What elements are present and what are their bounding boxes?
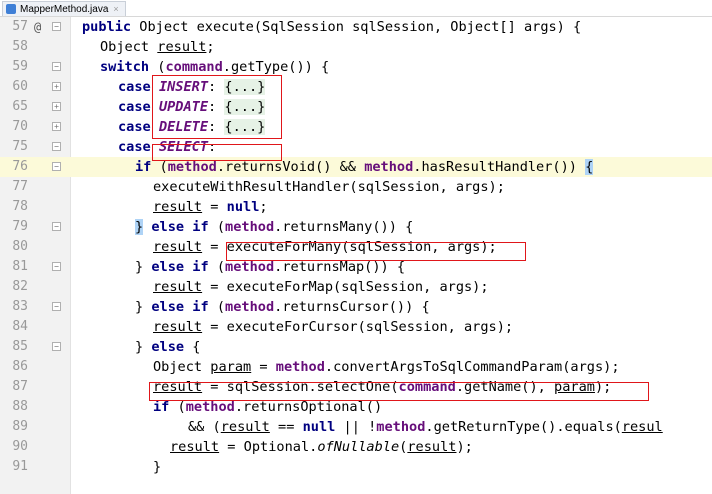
line-number: 90 [12,439,28,454]
code-text[interactable]: if (method.returnsOptional() [153,399,383,415]
fold-toggle-icon[interactable]: − [52,62,61,71]
code-line: 70 + case DELETE: {...} [0,117,712,137]
fold-toggle-icon[interactable]: − [52,302,61,311]
code-line: 88 if (method.returnsOptional() [0,397,712,417]
annotation-box-select-one [149,382,649,401]
code-line: 57 @ − public Object execute(SqlSession … [0,17,712,37]
code-line: 58 Object result; [0,37,712,57]
code-line: 78 result = null; [0,197,712,217]
code-line: 90 result = Optional.ofNullable(result); [0,437,712,457]
code-text[interactable]: } else { [135,339,201,355]
code-text[interactable]: result = executeForMany(sqlSession, args… [153,239,497,255]
code-text[interactable]: public Object execute(SqlSession sqlSess… [82,19,582,35]
fold-toggle-icon[interactable]: − [52,22,61,31]
line-number: 70 [12,119,28,134]
code-text[interactable]: if (method.returnsVoid() && method.hasRe… [135,159,594,175]
fold-toggle-icon[interactable]: − [52,142,61,151]
java-class-icon [6,4,16,14]
line-number: 77 [12,179,28,194]
fold-toggle-icon[interactable]: − [52,342,61,351]
fold-toggle-icon[interactable]: + [52,102,61,111]
line-number: 80 [12,239,28,254]
fold-toggle-icon[interactable]: − [52,222,61,231]
code-editor[interactable]: 57 @ − public Object execute(SqlSession … [0,17,712,494]
fold-toggle-icon[interactable]: + [52,82,61,91]
line-number: 75 [12,139,28,154]
code-text[interactable]: switch (command.getType()) { [100,59,330,75]
line-number: 79 [12,219,28,234]
line-number: 59 [12,59,28,74]
line-number: 78 [12,199,28,214]
code-line: 75 − case SELECT: [0,137,712,157]
code-text[interactable]: result = executeForCursor(sqlSession, ar… [153,319,514,335]
line-number-gutter [0,17,71,494]
line-number: 89 [12,419,28,434]
line-number: 85 [12,339,28,354]
code-line: 91 } [0,457,712,477]
code-text[interactable]: case SELECT: [118,139,217,155]
code-line: 86 Object param = method.convertArgsToSq… [0,357,712,377]
code-text[interactable]: result = null; [153,199,268,215]
code-text[interactable]: case UPDATE: {...} [118,99,266,115]
code-text[interactable]: case INSERT: {...} [118,79,266,95]
code-line: 65 + case UPDATE: {...} [0,97,712,117]
line-number: 81 [12,259,28,274]
code-text[interactable]: case DELETE: {...} [118,119,266,135]
line-number: 65 [12,99,28,114]
code-line: 85 − } else { [0,337,712,357]
code-line: 80 result = executeForMany(sqlSession, a… [0,237,712,257]
code-text[interactable]: } else if (method.returnsMap()) { [135,259,406,275]
line-number: 58 [12,39,28,54]
code-line: 79 − } else if (method.returnsMany()) { [0,217,712,237]
code-text[interactable]: } else if (method.returnsCursor()) { [135,299,430,315]
line-number: 87 [12,379,28,394]
close-icon[interactable]: × [113,4,119,14]
line-number: 91 [12,459,28,474]
code-text[interactable]: result = Optional.ofNullable(result); [170,439,473,455]
fold-toggle-icon[interactable]: − [52,162,61,171]
code-line: 87 result = sqlSession.selectOne(command… [0,377,712,397]
code-text[interactable]: } else if (method.returnsMany()) { [135,219,414,235]
code-line: 60 + case INSERT: {...} [0,77,712,97]
code-text[interactable]: executeWithResultHandler(sqlSession, arg… [153,179,505,195]
code-text[interactable]: Object param = method.convertArgsToSqlCo… [153,359,620,375]
code-text[interactable]: } [153,459,162,475]
line-number: 84 [12,319,28,334]
tab-mappermethod-java[interactable]: MapperMethod.java × [2,1,126,16]
code-line-current: 76 − if (method.returnsVoid() && method.… [0,157,712,177]
code-line: 84 result = executeForCursor(sqlSession,… [0,317,712,337]
code-text[interactable]: Object result; [100,39,215,55]
line-number: 88 [12,399,28,414]
line-number: 57 [12,19,28,34]
code-line: 59 − switch (command.getType()) { [0,57,712,77]
line-number: 86 [12,359,28,374]
override-marker-icon[interactable]: @ [34,20,42,34]
editor-tab-bar: MapperMethod.java × [0,0,712,17]
code-text[interactable]: result = executeForMap(sqlSession, args)… [153,279,489,295]
code-line: 82 result = executeForMap(sqlSession, ar… [0,277,712,297]
code-line: 83 − } else if (method.returnsCursor()) … [0,297,712,317]
annotation-box-folded-cases [152,75,282,139]
code-line: 81 − } else if (method.returnsMap()) { [0,257,712,277]
line-number: 82 [12,279,28,294]
fold-toggle-icon[interactable]: − [52,262,61,271]
line-number: 83 [12,299,28,314]
annotation-box-execute-for-many [226,242,526,261]
code-line: 77 executeWithResultHandler(sqlSession, … [0,177,712,197]
annotation-box-select-case [152,144,282,161]
tab-filename: MapperMethod.java [20,3,109,15]
code-text[interactable]: && (result == null || !method.getReturnT… [188,419,663,435]
fold-toggle-icon[interactable]: + [52,122,61,131]
line-number: 60 [12,79,28,94]
code-text[interactable]: result = sqlSession.selectOne(command.ge… [153,379,612,395]
line-number: 76 [12,159,28,174]
code-line: 89 && (result == null || !method.getRetu… [0,417,712,437]
